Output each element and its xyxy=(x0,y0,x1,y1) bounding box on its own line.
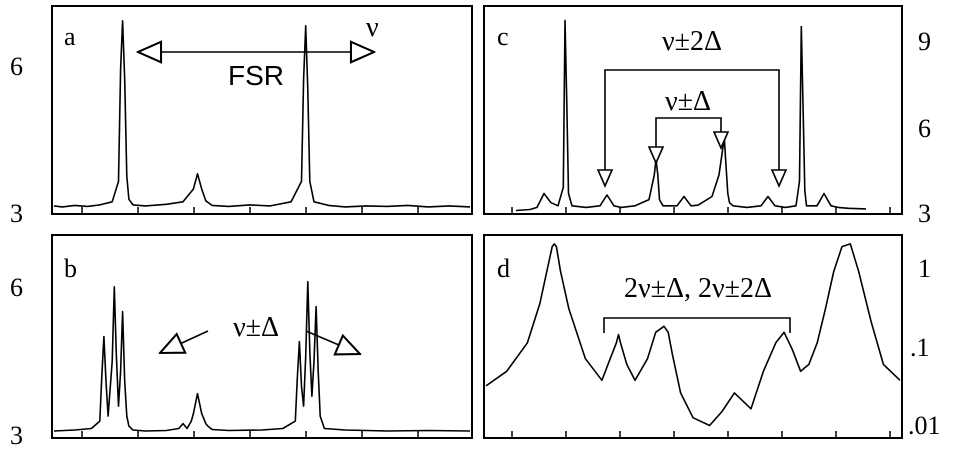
panel-c-ytick-9: 9 xyxy=(918,27,931,56)
panel-b-ytick-3: 3 xyxy=(10,421,23,450)
panel-a-letter: a xyxy=(64,22,76,51)
panel-d-ytick-1: 1 xyxy=(918,254,931,283)
panel-a-frame xyxy=(51,5,473,215)
panel-a-trace xyxy=(53,20,471,208)
bracket-two-nu xyxy=(603,317,791,333)
panel-b-letter: b xyxy=(64,254,77,283)
panel-a-ytick-3: 3 xyxy=(10,199,23,228)
panel-b-trace xyxy=(53,281,471,432)
arrow-right-b xyxy=(305,330,360,354)
nu-pm-delta-label-b: ν±Δ xyxy=(233,312,279,343)
panel-d-frame xyxy=(483,234,903,439)
panel-c-ytick-6: 6 xyxy=(918,114,931,143)
panel-c-letter: c xyxy=(497,22,509,51)
panel-c-trace xyxy=(515,19,867,212)
arrow-left-b xyxy=(160,330,209,353)
panel-c-ytick-3: 3 xyxy=(918,199,931,228)
panel-a: 6 3 a FSR ν xyxy=(10,5,473,228)
bracket-nu-pm-delta xyxy=(655,117,722,161)
arrowhead-delta-right xyxy=(712,131,730,150)
panel-a-ytick-6: 6 xyxy=(10,52,23,81)
fsr-label: FSR xyxy=(228,60,284,91)
panel-b-ticks xyxy=(81,431,419,438)
panel-c: 9 6 3 c ν±2Δ ν±Δ xyxy=(483,5,931,228)
panel-d: 1 .1 .01 d 2ν±Δ, 2ν±2Δ xyxy=(483,234,941,440)
panel-b-frame xyxy=(51,234,473,439)
panel-d-ytick-0-01: .01 xyxy=(908,411,941,440)
panel-c-ticks xyxy=(511,207,891,214)
panel-d-ticks xyxy=(511,431,891,438)
nu-pm-delta-label-c: ν±Δ xyxy=(665,86,711,117)
bracket-nu-pm-2delta xyxy=(604,69,780,186)
panel-a-ticks xyxy=(81,207,419,214)
panel-b: 6 3 b ν±Δ xyxy=(10,234,473,450)
panel-d-trace xyxy=(485,243,901,427)
arrowhead-2delta-right xyxy=(770,169,788,188)
nu-pm-2delta-label: ν±2Δ xyxy=(662,26,722,57)
two-nu-label: 2ν±Δ, 2ν±2Δ xyxy=(624,273,772,304)
panel-d-ytick-0-1: .1 xyxy=(910,333,930,362)
panel-c-frame xyxy=(483,5,903,215)
nu-label: ν xyxy=(366,12,379,43)
panel-d-letter: d xyxy=(497,254,510,283)
arrowhead-delta-left xyxy=(647,146,665,165)
arrowhead-2delta-left xyxy=(596,169,614,188)
panel-b-ytick-6: 6 xyxy=(10,273,23,302)
